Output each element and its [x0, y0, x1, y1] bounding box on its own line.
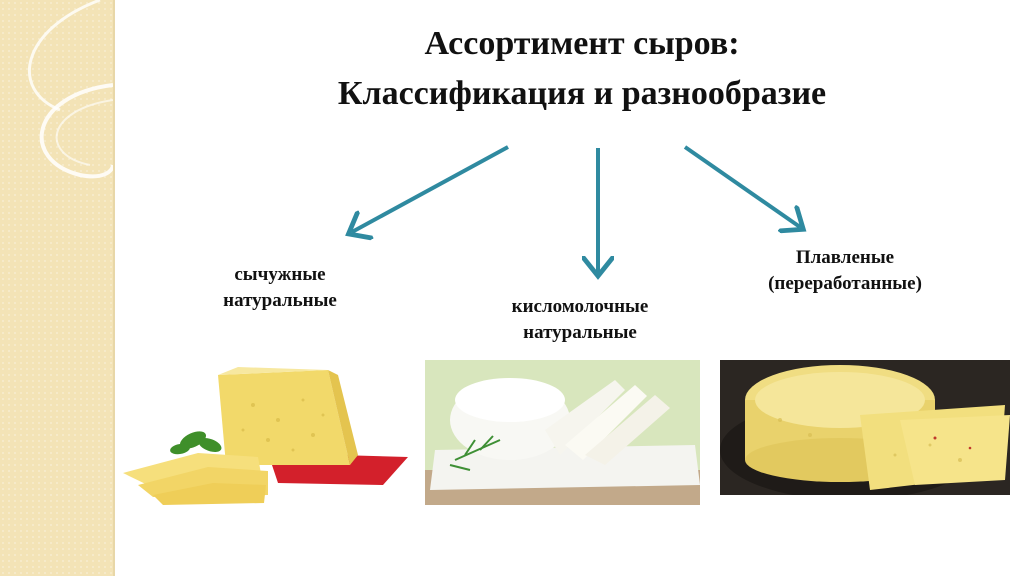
category-rennet-line1: сычужные: [234, 264, 326, 285]
processed-cheese-image: [720, 360, 1010, 495]
category-sour-milk-line1: кисломолочные: [511, 296, 649, 317]
slide-title-line2: Классификация и разнообразие: [337, 75, 827, 112]
category-processed: Плавленые (переработанные): [725, 245, 965, 297]
arrow-left: [352, 145, 509, 232]
category-sour-milk-line2: натуральные: [523, 322, 637, 343]
category-sour-milk: кисломолочные натуральные: [470, 294, 690, 346]
category-rennet-line2: натуральные: [223, 290, 337, 311]
decorative-swirl-icon: [27, 0, 113, 179]
category-processed-line1: Плавленые: [795, 247, 895, 268]
arrow-right: [683, 145, 800, 227]
side-divider: [113, 0, 115, 576]
slide-title-line1: Ассортимент сыров:: [424, 25, 740, 62]
sour-milk-cheese-image: [425, 360, 700, 505]
category-rennet: сычужные натуральные: [185, 262, 375, 314]
category-processed-line2: (переработанные): [768, 273, 922, 294]
decorative-side-band: [0, 0, 113, 576]
rennet-cheese-image: [118, 345, 410, 507]
